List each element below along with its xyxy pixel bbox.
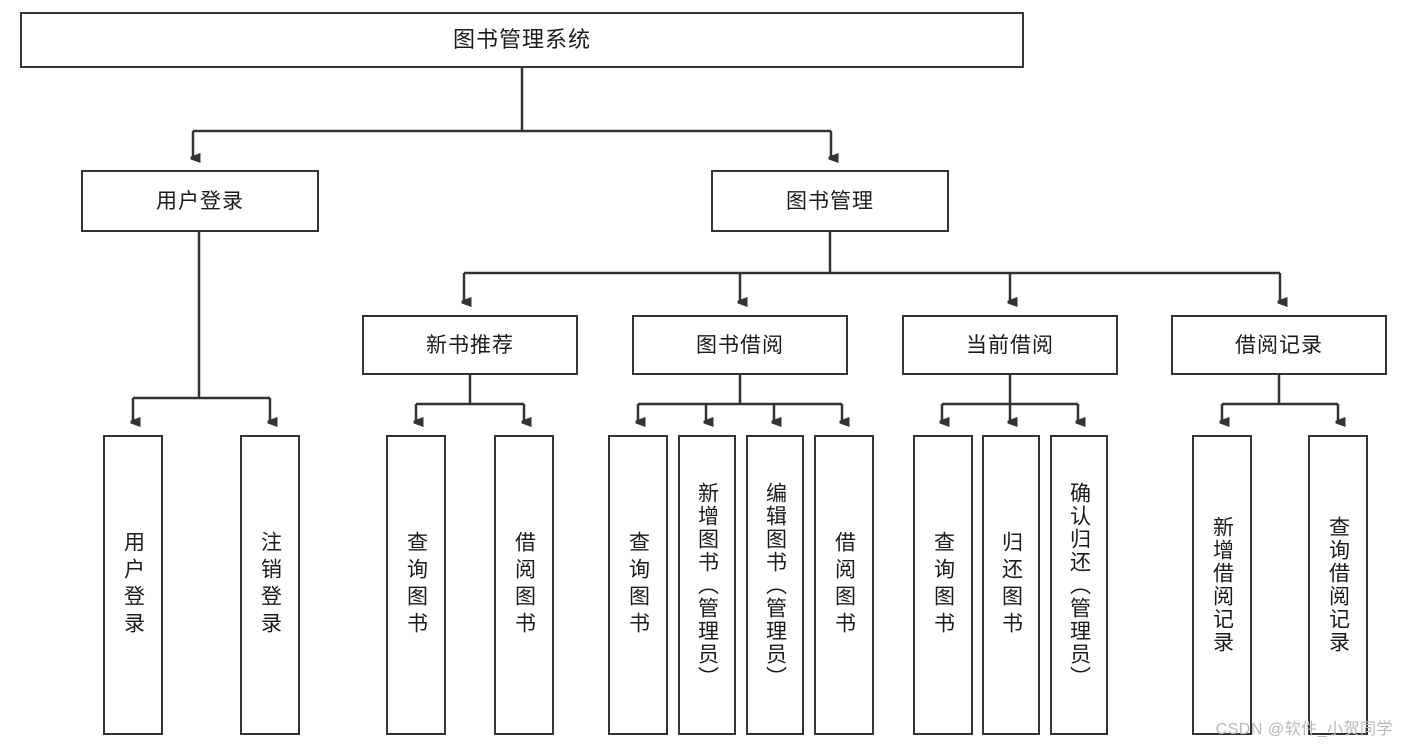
leaf-user-logout[interactable]: 注销登录: [240, 435, 300, 735]
leaf-edit-book[interactable]: 编辑图书（管理员）: [746, 435, 804, 735]
leaf-return-book[interactable]: 归还图书: [982, 435, 1040, 735]
node-borrow-record[interactable]: 借阅记录: [1171, 315, 1387, 375]
node-book-manage[interactable]: 图书管理: [711, 170, 949, 232]
node-user-login[interactable]: 用户登录: [81, 170, 319, 232]
watermark-text: CSDN @软件_小贺同学: [1215, 721, 1393, 738]
leaf-query-book-2[interactable]: 查询图书: [608, 435, 668, 735]
leaf-query-book-1[interactable]: 查询图书: [386, 435, 446, 735]
leaf-query-record[interactable]: 查询借阅记录: [1308, 435, 1368, 735]
leaf-user-login[interactable]: 用户登录: [103, 435, 163, 735]
node-current-borrow[interactable]: 当前借阅: [902, 315, 1118, 375]
node-root[interactable]: 图书管理系统: [20, 12, 1024, 68]
leaf-add-book[interactable]: 新增图书（管理员）: [678, 435, 736, 735]
leaf-add-record[interactable]: 新增借阅记录: [1192, 435, 1252, 735]
leaf-borrow-book-1[interactable]: 借阅图书: [494, 435, 554, 735]
leaf-query-book-3[interactable]: 查询图书: [913, 435, 973, 735]
node-book-borrow[interactable]: 图书借阅: [632, 315, 848, 375]
leaf-confirm-return[interactable]: 确认归还（管理员）: [1050, 435, 1108, 735]
node-new-book-recommend[interactable]: 新书推荐: [362, 315, 578, 375]
leaf-borrow-book-2[interactable]: 借阅图书: [814, 435, 874, 735]
